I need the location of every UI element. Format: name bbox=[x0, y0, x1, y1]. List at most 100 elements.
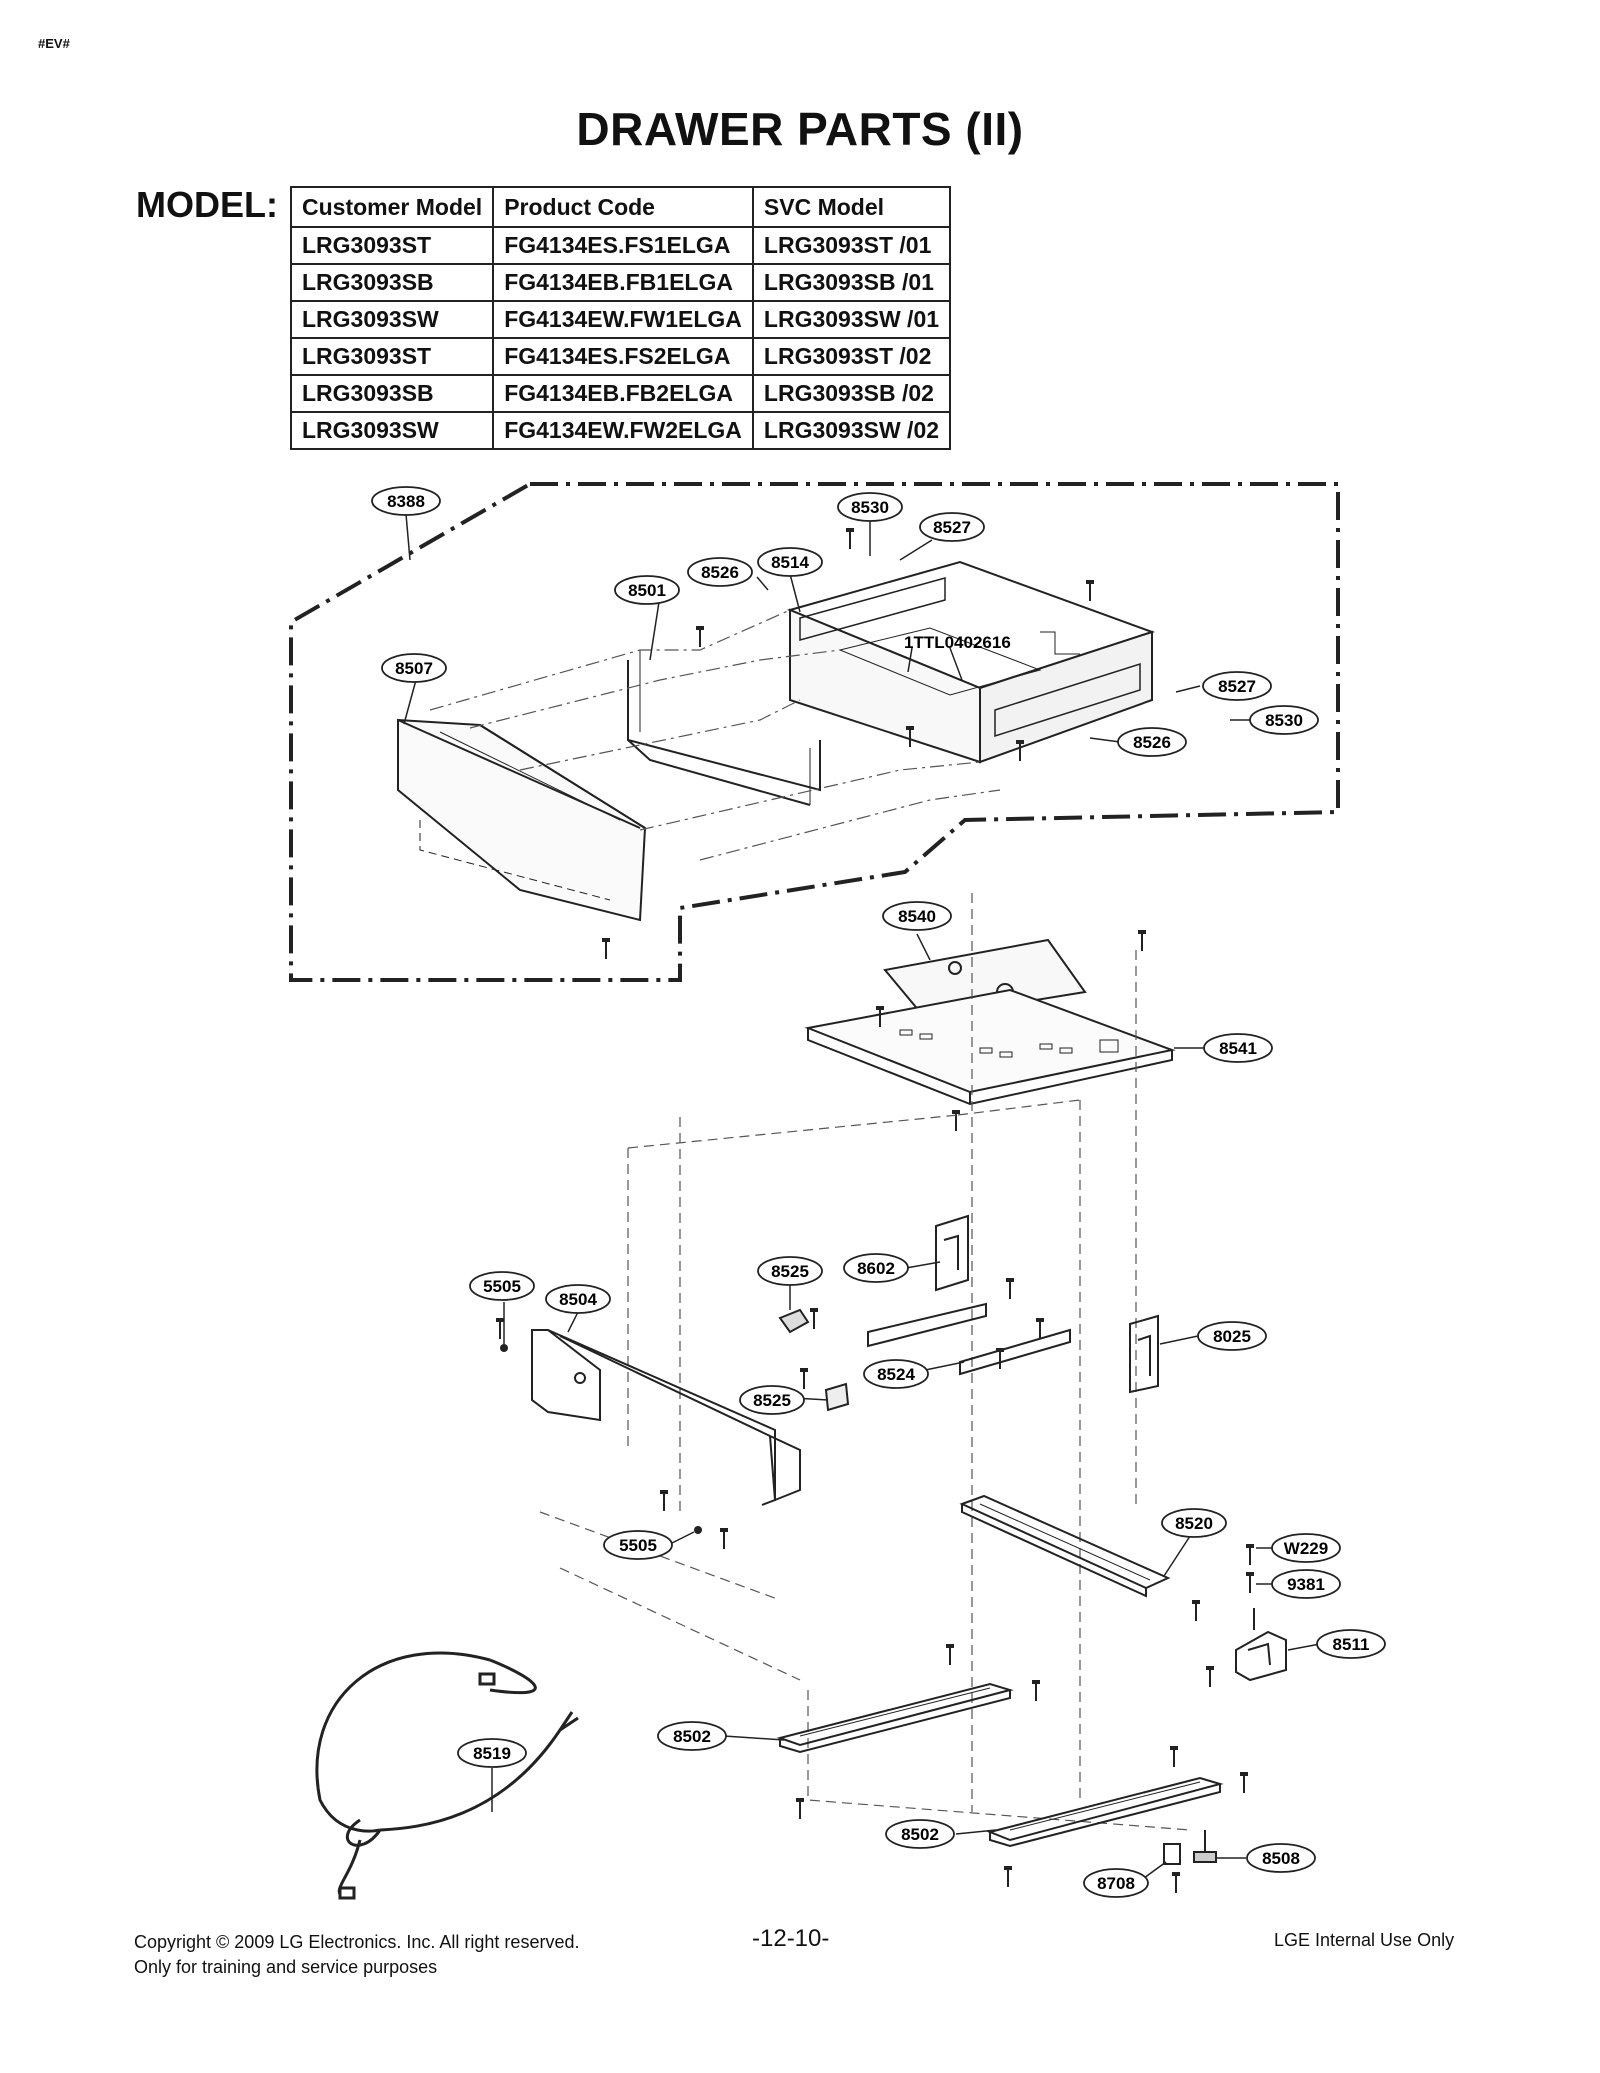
callout-label: 8520 bbox=[1175, 1514, 1213, 1533]
page-title: DRAWER PARTS (II) bbox=[576, 103, 1024, 155]
callout-8507: 8507 bbox=[381, 653, 447, 683]
table-cell: LRG3093SB bbox=[289, 374, 495, 413]
callout-label: 8530 bbox=[851, 498, 889, 517]
table-row: LRG3093ST FG4134ES.FS1ELGA LRG3093ST /01 bbox=[289, 226, 952, 265]
callout-8602: 8602 bbox=[843, 1253, 909, 1283]
callout-5505-bottom: 5505 bbox=[603, 1530, 673, 1560]
table-cell: FG4134EB.FB2ELGA bbox=[492, 374, 754, 413]
callout-label: W229 bbox=[1284, 1539, 1328, 1558]
callout-label: 8527 bbox=[1218, 677, 1256, 696]
callout-8502-upper: 8502 bbox=[657, 1721, 727, 1751]
callout-label: 8502 bbox=[673, 1727, 711, 1746]
top-plate bbox=[804, 938, 1176, 1106]
callout-8540: 8540 bbox=[882, 901, 952, 931]
table-row: LRG3093SB FG4134EB.FB2ELGA LRG3093SB /02 bbox=[289, 374, 952, 413]
callout-label: 8602 bbox=[857, 1259, 895, 1278]
wire-harness bbox=[315, 1651, 579, 1900]
callout-8527-top: 8527 bbox=[919, 512, 985, 542]
callout-8508: 8508 bbox=[1246, 1843, 1316, 1873]
model-label: MODEL: bbox=[136, 184, 278, 225]
callout-label: 8504 bbox=[559, 1290, 597, 1309]
callout-8526-top: 8526 bbox=[687, 557, 753, 587]
callout-label: 8525 bbox=[771, 1262, 809, 1281]
column-header: Product Code bbox=[492, 186, 754, 228]
callout-label: 8025 bbox=[1213, 1327, 1251, 1346]
callout-label: 9381 bbox=[1287, 1575, 1325, 1594]
callout-8708: 8708 bbox=[1083, 1868, 1149, 1898]
callout-W229: W229 bbox=[1271, 1533, 1341, 1563]
table-cell: FG4134ES.FS1ELGA bbox=[492, 226, 754, 265]
projection-lines-housing bbox=[539, 893, 1191, 1831]
callout-1TTL0402616: 1TTL0402616 bbox=[904, 633, 1011, 652]
callout-label: 8708 bbox=[1097, 1874, 1135, 1893]
side-frame-bracket bbox=[531, 1329, 801, 1506]
table-cell: LRG3093SW bbox=[289, 411, 495, 450]
leveling-parts bbox=[1163, 1830, 1217, 1865]
table-cell: FG4134EB.FB1ELGA bbox=[492, 263, 754, 302]
callout-8519: 8519 bbox=[457, 1738, 527, 1768]
slide-rail-lower bbox=[986, 1776, 1224, 1848]
table-header-row: Customer Model Product Code SVC Model bbox=[289, 186, 952, 228]
callout-label: 8540 bbox=[898, 907, 936, 926]
callout-8525-bottom: 8525 bbox=[739, 1385, 805, 1415]
center-brackets bbox=[778, 1214, 1159, 1412]
callout-8504: 8504 bbox=[545, 1284, 611, 1314]
callout-label: 8507 bbox=[395, 659, 433, 678]
slide-rail-upper bbox=[776, 1682, 1014, 1754]
table-cell: FG4134EW.FW1ELGA bbox=[492, 300, 754, 339]
callout-label: 8526 bbox=[1133, 733, 1171, 752]
model-table: Customer Model Product Code SVC Model LR… bbox=[289, 186, 952, 450]
table-row: LRG3093SW FG4134EW.FW1ELGA LRG3093SW /01 bbox=[289, 300, 952, 339]
callout-label: 8524 bbox=[877, 1365, 915, 1384]
callout-label: 8508 bbox=[1262, 1849, 1300, 1868]
table-cell: LRG3093SB bbox=[289, 263, 495, 302]
callout-label: 1TTL0402616 bbox=[904, 633, 1011, 652]
projection-lines-upper bbox=[429, 609, 1001, 861]
table-cell: LRG3093ST /02 bbox=[751, 337, 952, 376]
callout-label: 8388 bbox=[387, 492, 425, 511]
callout-8511: 8511 bbox=[1316, 1629, 1386, 1659]
callout-8526-right: 8526 bbox=[1117, 727, 1187, 757]
table-row: LRG3093ST FG4134ES.FS2ELGA LRG3093ST /02 bbox=[289, 337, 952, 376]
callout-label: 8530 bbox=[1265, 711, 1303, 730]
callout-label: 8511 bbox=[1333, 1635, 1370, 1654]
callout-8524: 8524 bbox=[863, 1359, 929, 1389]
table-cell: LRG3093SB /01 bbox=[751, 263, 952, 302]
table-row: LRG3093SB FG4134EB.FB1ELGA LRG3093SB /01 bbox=[289, 263, 952, 302]
column-header: SVC Model bbox=[751, 186, 952, 228]
callout-label: 5505 bbox=[483, 1277, 521, 1296]
drawer-frame bbox=[627, 650, 821, 806]
callout-8502-lower: 8502 bbox=[885, 1819, 955, 1849]
callout-8520: 8520 bbox=[1161, 1508, 1227, 1538]
callout-8025: 8025 bbox=[1197, 1321, 1267, 1351]
callout-label: 8502 bbox=[901, 1825, 939, 1844]
cross-rail bbox=[959, 1494, 1171, 1598]
assembly-boundary-8388 bbox=[289, 482, 1340, 982]
callout-8541: 8541 bbox=[1203, 1033, 1273, 1063]
table-cell: FG4134EW.FW2ELGA bbox=[492, 411, 754, 450]
internal-use-note: LGE Internal Use Only bbox=[1274, 1930, 1455, 1950]
callout-label: 8541 bbox=[1219, 1039, 1257, 1058]
callout-label: 8527 bbox=[933, 518, 971, 537]
callout-8388: 8388 bbox=[371, 486, 441, 516]
callout-label: 8525 bbox=[753, 1391, 791, 1410]
table-cell: LRG3093SB /02 bbox=[751, 374, 952, 413]
footer-copyright-block: Copyright © 2009 LG Electronics. Inc. Al… bbox=[134, 1930, 579, 1980]
table-cell: LRG3093SW bbox=[289, 300, 495, 339]
callout-8525-top: 8525 bbox=[757, 1256, 823, 1286]
table-cell: LRG3093ST bbox=[289, 226, 495, 265]
drawer-tub bbox=[786, 560, 1156, 764]
callout-label: 8526 bbox=[701, 563, 739, 582]
corner-tag: #EV# bbox=[38, 36, 70, 51]
purpose-text: Only for training and service purposes bbox=[134, 1957, 438, 1977]
callout-9381: 9381 bbox=[1271, 1569, 1341, 1599]
callout-8501: 8501 bbox=[614, 575, 680, 605]
callout-label: 5505 bbox=[619, 1536, 657, 1555]
callout-8530-top: 8530 bbox=[837, 492, 903, 522]
page-number: -12-10- bbox=[752, 1925, 830, 1952]
callout-5505-top: 5505 bbox=[469, 1271, 535, 1301]
drawer-front-panel bbox=[397, 718, 647, 922]
table-cell: LRG3093ST bbox=[289, 337, 495, 376]
table-cell: LRG3093ST /01 bbox=[751, 226, 952, 265]
